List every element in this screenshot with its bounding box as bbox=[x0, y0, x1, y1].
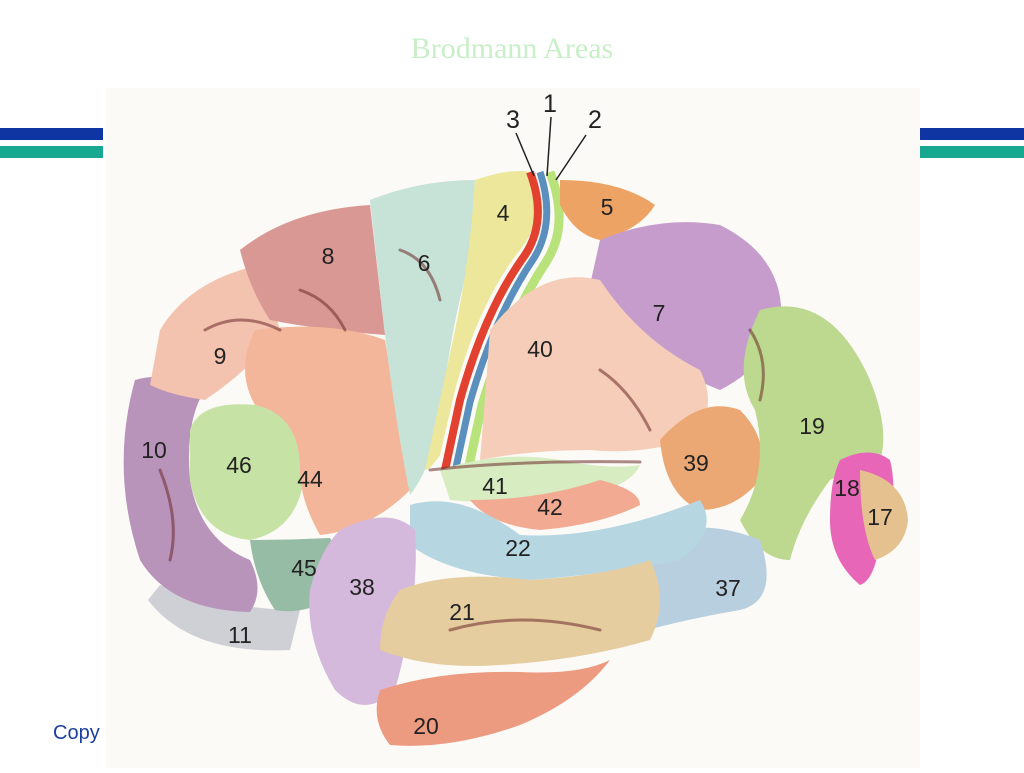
region-4 bbox=[425, 171, 536, 470]
right-teal-bar bbox=[920, 146, 1024, 158]
region-21 bbox=[380, 560, 660, 666]
region-8 bbox=[240, 205, 385, 335]
leader-line-1 bbox=[546, 116, 552, 177]
region-17 bbox=[860, 470, 908, 560]
region-20 bbox=[376, 660, 610, 746]
gyrus-line bbox=[158, 468, 175, 562]
region-5 bbox=[560, 180, 655, 240]
area-label-2: 2 bbox=[588, 106, 602, 134]
region-39 bbox=[660, 406, 763, 510]
gyrus-line bbox=[298, 288, 347, 332]
area-label-3: 3 bbox=[506, 106, 520, 134]
area-label-39: 39 bbox=[683, 450, 709, 476]
region-42 bbox=[470, 480, 640, 530]
area-label-8: 8 bbox=[322, 243, 335, 269]
gyrus-line bbox=[748, 328, 765, 402]
area-label-45: 45 bbox=[291, 555, 317, 581]
area-label-21: 21 bbox=[449, 599, 475, 625]
area-label-37: 37 bbox=[715, 575, 741, 601]
gyrus-line bbox=[598, 368, 652, 432]
area-label-7: 7 bbox=[653, 300, 666, 326]
area-label-10: 10 bbox=[141, 437, 167, 463]
area-label-5: 5 bbox=[601, 194, 614, 220]
slide-title: Brodmann Areas bbox=[410, 32, 614, 65]
area-label-6: 6 bbox=[418, 250, 431, 276]
gyrus-line bbox=[203, 318, 282, 332]
region-38 bbox=[309, 517, 416, 705]
brodmann-brain-diagram: 3 1 2 4 5 6 7 8 9 10 11 17 18 19 20 21 2… bbox=[123, 90, 908, 746]
region-40 bbox=[480, 277, 708, 460]
region-1-strip bbox=[451, 170, 551, 473]
area-label-4: 4 bbox=[497, 200, 510, 226]
region-10 bbox=[123, 376, 258, 612]
gyrus-line bbox=[428, 460, 642, 472]
left-blue-bar bbox=[0, 128, 103, 140]
region-22 bbox=[410, 500, 707, 580]
area-label-9: 9 bbox=[214, 343, 227, 369]
gyrus-line bbox=[448, 618, 602, 632]
footer-text: Copy bbox=[53, 722, 100, 744]
area-label-18: 18 bbox=[834, 475, 860, 501]
region-46 bbox=[190, 404, 305, 540]
area-label-1: 1 bbox=[543, 90, 557, 118]
area-label-11: 11 bbox=[228, 622, 252, 648]
area-label-42: 42 bbox=[537, 494, 563, 520]
area-label-38: 38 bbox=[349, 574, 375, 600]
region-11 bbox=[148, 585, 300, 651]
leader-line-3 bbox=[515, 132, 535, 177]
area-label-19: 19 bbox=[799, 413, 825, 439]
brain-figure: 3 1 2 4 5 6 7 8 9 10 11 17 18 19 20 21 2… bbox=[106, 88, 920, 768]
area-label-20: 20 bbox=[413, 713, 439, 739]
area-label-46: 46 bbox=[226, 452, 252, 478]
right-blue-bar bbox=[920, 128, 1024, 140]
area-label-41: 41 bbox=[482, 473, 508, 499]
region-3-strip bbox=[441, 170, 542, 471]
area-label-22: 22 bbox=[505, 535, 531, 561]
region-6 bbox=[370, 180, 475, 495]
area-label-40: 40 bbox=[527, 336, 553, 362]
area-label-44: 44 bbox=[297, 466, 323, 492]
leader-line-2 bbox=[555, 134, 587, 181]
region-44 bbox=[245, 326, 410, 535]
region-19 bbox=[740, 306, 884, 560]
area-label-17: 17 bbox=[867, 504, 893, 530]
left-teal-bar bbox=[0, 146, 103, 158]
gyrus-line bbox=[398, 248, 442, 302]
